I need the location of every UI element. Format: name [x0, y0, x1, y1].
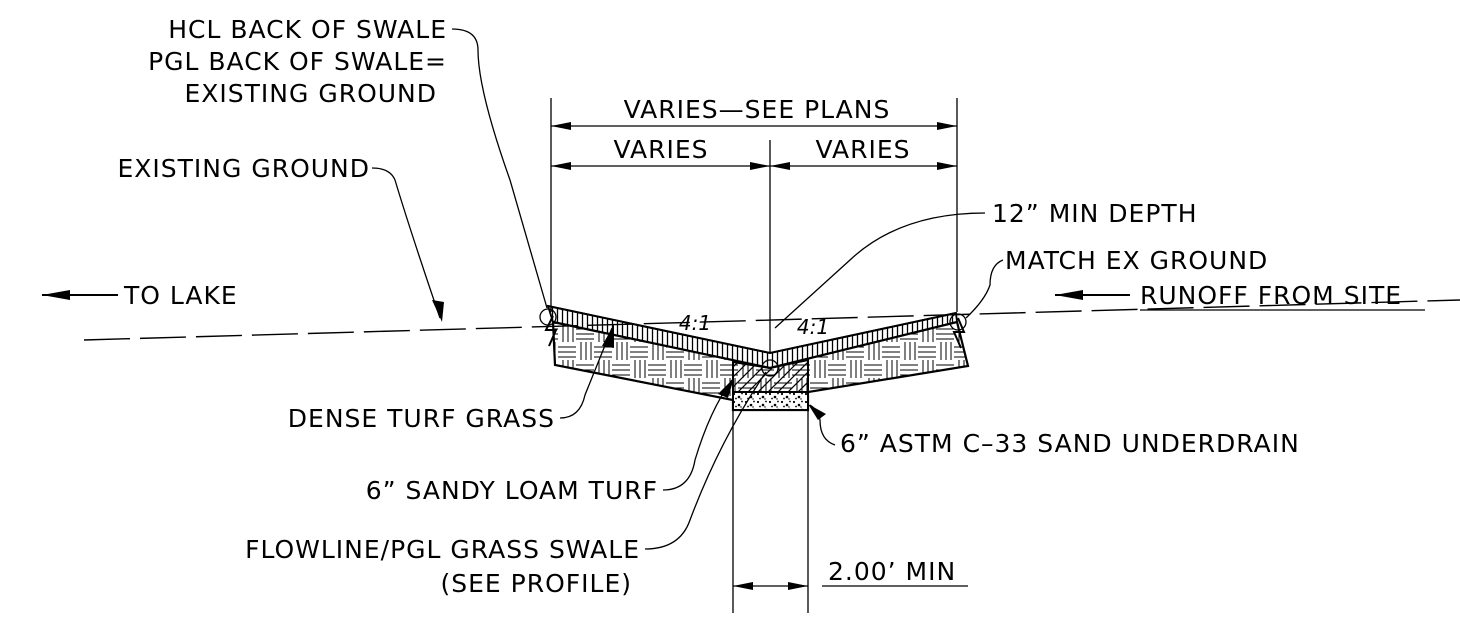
leader-match-ex-ground	[965, 259, 1004, 319]
label-match-ex-ground: MATCH EX GROUND	[1005, 246, 1268, 275]
label-slope-right: 4:1	[797, 315, 829, 339]
break-mark-right	[952, 317, 966, 349]
label-slope-left: 4:1	[679, 311, 711, 335]
label-min-width: 2.00’ MIN	[828, 557, 956, 586]
dim-arrow-min-l	[733, 582, 753, 590]
existing-ground-line	[83, 299, 1460, 341]
label-existing-ground-top: EXISTING GROUND	[185, 79, 438, 108]
label-min-depth: 12” MIN DEPTH	[992, 199, 1198, 228]
swale-surface-line	[547, 305, 957, 355]
label-varies-right: VARIES	[815, 135, 910, 164]
label-to-lake: TO LAKE	[123, 281, 238, 310]
dim-arrow-total-r	[937, 122, 957, 130]
leader-existing-ground	[371, 167, 441, 319]
flowline-circle	[761, 359, 779, 377]
label-sand-underdrain: 6” ASTM C–33 SAND UNDERDRAIN	[840, 429, 1300, 458]
to-lake-arrowhead	[42, 290, 70, 300]
label-varies-left: VARIES	[613, 135, 708, 164]
leader-sandy-loam	[662, 379, 733, 491]
leader-hcl	[451, 28, 548, 309]
label-existing-ground-left: EXISTING GROUND	[118, 154, 371, 183]
leader-dense-turf	[559, 327, 613, 419]
label-flowline-pgl: FLOWLINE/PGL GRASS SWALE	[245, 535, 640, 564]
label-sandy-loam-turf: 6” SANDY LOAM TURF	[366, 476, 658, 505]
label-varies-see-plans: VARIES—SEE PLANS	[624, 95, 891, 124]
leader-min-depth	[774, 212, 986, 329]
label-see-profile: (SEE PROFILE)	[440, 569, 632, 598]
tie-circle-left	[539, 308, 557, 326]
leader-sand-underdrain-arrow	[808, 404, 826, 420]
leader-flowline	[644, 371, 767, 550]
dim-arrow-left-l	[551, 162, 571, 170]
break-mark-left	[544, 315, 558, 347]
label-dense-turf-grass: DENSE TURF GRASS	[288, 404, 555, 433]
tie-circle-right	[949, 313, 967, 331]
leader-existing-ground-arrow	[432, 300, 444, 322]
dim-arrow-right-r	[937, 162, 957, 170]
dim-arrow-total-l	[551, 122, 571, 130]
dim-arrow-left-r	[750, 162, 770, 170]
label-hcl-back-of-swale: HCL BACK OF SWALE	[168, 15, 447, 44]
sand-underdrain-block	[732, 391, 809, 411]
label-pgl-back-of-swale: PGL BACK OF SWALE=	[148, 47, 447, 76]
leader-sandy-loam-arrow	[718, 378, 734, 398]
dim-arrow-right-l	[770, 162, 790, 170]
leader-dense-turf-arrow	[602, 324, 614, 348]
runoff-arrowhead	[1055, 290, 1083, 300]
label-runoff-from-site: RUNOFF FROM SITE	[1140, 281, 1402, 310]
dim-arrow-min-r	[788, 582, 808, 590]
